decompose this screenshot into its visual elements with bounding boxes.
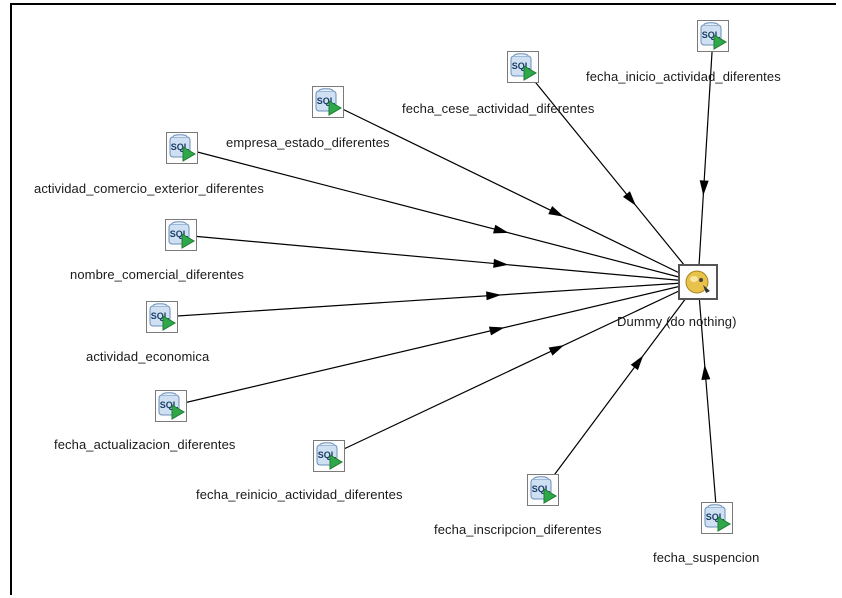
sql-step-node-actividad-economica[interactable]: SQL xyxy=(146,301,178,333)
sql-step-icon: SQL xyxy=(316,442,343,470)
hop-line[interactable] xyxy=(542,281,699,491)
step-label-fecha-actualizacion: fecha_actualizacion_diferentes xyxy=(54,437,236,452)
sql-step-icon: SQL xyxy=(315,88,342,116)
sql-step-node-nombre-comercial[interactable]: SQL xyxy=(165,219,197,251)
hop-line[interactable] xyxy=(327,101,699,283)
hop-arrowhead xyxy=(548,345,565,356)
hop-arrowhead xyxy=(493,258,509,268)
sql-step-node-actividad-comercio-exterior[interactable]: SQL xyxy=(166,132,198,164)
hop-arrowhead xyxy=(630,355,644,371)
svg-text:SQL: SQL xyxy=(151,311,170,321)
sql-step-node-fecha-cese-actividad[interactable]: SQL xyxy=(507,51,539,83)
svg-text:SQL: SQL xyxy=(512,61,531,71)
svg-text:SQL: SQL xyxy=(160,400,179,410)
sql-step-icon: SQL xyxy=(169,134,196,162)
hop-arrowhead xyxy=(622,191,636,206)
svg-text:SQL: SQL xyxy=(702,30,721,40)
dummy-step-label: Dummy (do nothing) xyxy=(617,314,737,329)
dummy-step-icon xyxy=(685,270,710,294)
hop-arrowhead xyxy=(486,291,502,301)
svg-text:SQL: SQL xyxy=(532,484,551,494)
svg-text:SQL: SQL xyxy=(171,142,190,152)
hop-arrowhead xyxy=(699,180,709,196)
svg-text:SQL: SQL xyxy=(170,229,189,239)
step-label-fecha-reinicio-actividad: fecha_reinicio_actividad_diferentes xyxy=(196,487,403,502)
step-label-empresa-estado: empresa_estado_diferentes xyxy=(226,135,390,150)
hop-arrowhead xyxy=(493,224,509,234)
dummy-step-node[interactable] xyxy=(678,264,718,300)
sql-step-icon: SQL xyxy=(158,392,185,420)
hop-arrowhead xyxy=(701,364,711,381)
step-label-fecha-cese-actividad: fecha_cese_actividad_diferentes xyxy=(402,101,595,116)
hop-arrowhead xyxy=(548,206,564,217)
svg-text:SQL: SQL xyxy=(317,96,336,106)
svg-text:SQL: SQL xyxy=(318,450,337,460)
hop-line[interactable] xyxy=(170,281,699,407)
sql-step-node-fecha-actualizacion[interactable]: SQL xyxy=(155,390,187,422)
hop-line[interactable] xyxy=(161,281,699,318)
hop-line[interactable] xyxy=(328,281,699,457)
svg-text:SQL: SQL xyxy=(706,512,725,522)
sql-step-icon: SQL xyxy=(704,504,731,532)
sql-step-icon: SQL xyxy=(700,22,727,50)
sql-step-icon: SQL xyxy=(510,53,537,81)
hop-line[interactable] xyxy=(697,281,718,519)
sql-step-node-fecha-reinicio-actividad[interactable]: SQL xyxy=(313,440,345,472)
sql-step-icon: SQL xyxy=(530,476,557,504)
step-label-nombre-comercial: nombre_comercial_diferentes xyxy=(70,267,244,282)
sql-step-icon: SQL xyxy=(149,303,176,331)
hop-line[interactable] xyxy=(522,66,699,283)
sql-step-node-empresa-estado[interactable]: SQL xyxy=(312,86,344,118)
step-label-fecha-inscripcion: fecha_inscripcion_diferentes xyxy=(434,522,602,537)
sql-step-node-fecha-inscripcion[interactable]: SQL xyxy=(527,474,559,506)
hop-arrowhead xyxy=(488,326,505,336)
step-label-fecha-inicio-actividad: fecha_inicio_actividad_diferentes xyxy=(586,69,781,84)
sql-step-icon: SQL xyxy=(168,221,195,249)
hop-line[interactable] xyxy=(181,147,699,283)
sql-step-node-fecha-inicio-actividad[interactable]: SQL xyxy=(697,20,729,52)
step-label-actividad-comercio-exterior: actividad_comercio_exterior_diferentes xyxy=(34,181,264,196)
step-label-fecha-suspencion: fecha_suspencion xyxy=(653,550,760,565)
step-label-actividad-economica: actividad_economica xyxy=(86,349,210,364)
sql-step-node-fecha-suspencion[interactable]: SQL xyxy=(701,502,733,534)
hop-line[interactable] xyxy=(180,234,699,283)
hop-line[interactable] xyxy=(697,35,714,283)
